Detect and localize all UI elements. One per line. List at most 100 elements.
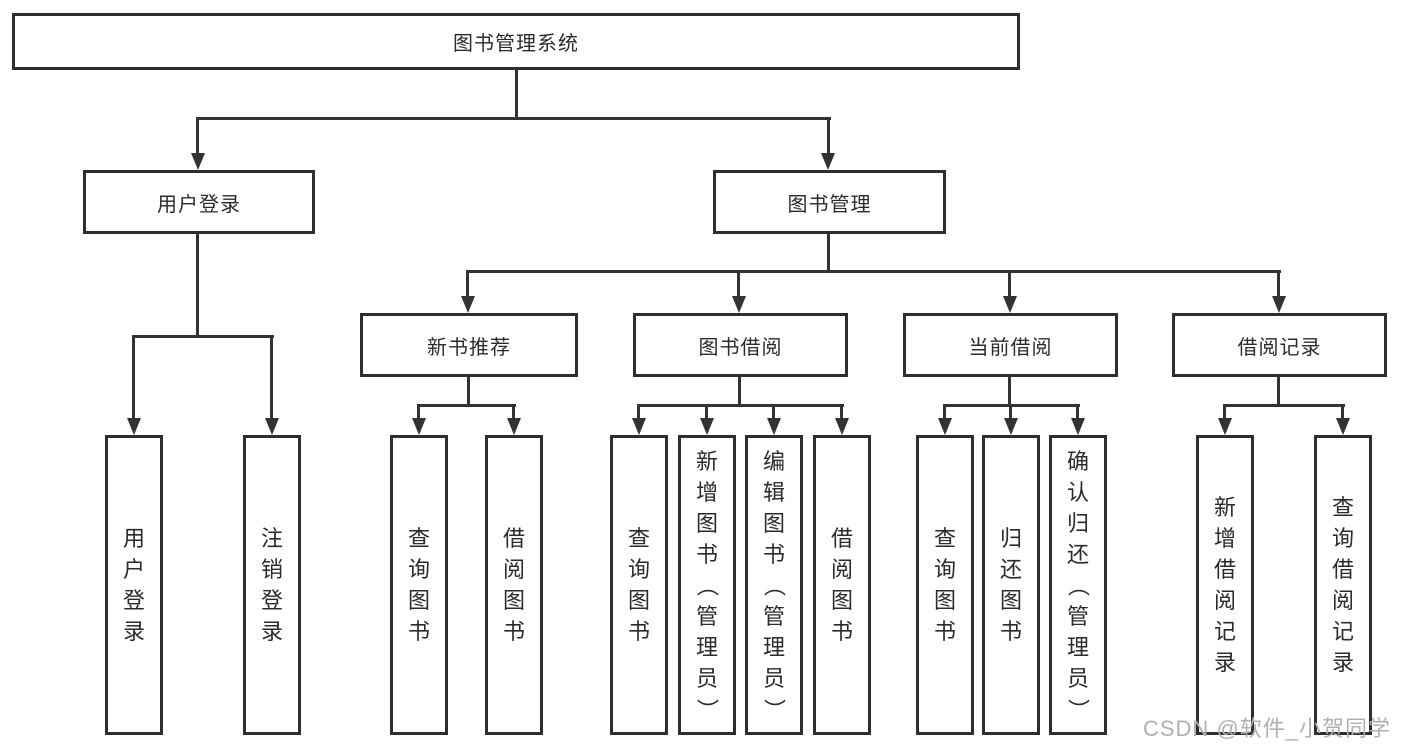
vertical-char: 查 bbox=[627, 526, 650, 551]
vertical-char: 询 bbox=[933, 557, 956, 582]
connector-line bbox=[1008, 375, 1011, 405]
connector-line bbox=[1076, 406, 1079, 420]
arrowhead-down-icon bbox=[265, 418, 279, 435]
connector-line bbox=[1341, 406, 1344, 420]
leaf-query-book-1: 查询图书 bbox=[390, 435, 448, 735]
arrowhead-down-icon bbox=[507, 418, 521, 435]
vertical-char: 查 bbox=[933, 526, 956, 551]
node-borrow-records: 借阅记录 bbox=[1172, 313, 1387, 377]
vertical-char: 录 bbox=[122, 619, 145, 644]
vertical-char: 增 bbox=[1213, 526, 1236, 551]
arrowhead-down-icon bbox=[821, 153, 835, 170]
leaf-borrow-book-1: 借阅图书 bbox=[485, 435, 543, 735]
vertical-char: 管 bbox=[1066, 603, 1089, 629]
vertical-char: 图 bbox=[762, 510, 785, 536]
vertical-char: 查 bbox=[407, 526, 430, 551]
connector-line bbox=[1223, 406, 1226, 420]
connector-line bbox=[467, 375, 470, 405]
leaf-add-book-admin: 新增图书（管理员） bbox=[678, 435, 736, 735]
vertical-char: 员 bbox=[1066, 665, 1089, 691]
connector-line bbox=[417, 406, 420, 420]
leaf-query-book-1-label: 查询图书 bbox=[393, 438, 445, 732]
leaf-edit-book-admin: 编辑图书（管理员） bbox=[745, 435, 803, 735]
leaf-query-book-2: 查询图书 bbox=[610, 435, 668, 735]
leaf-query-book-3: 查询图书 bbox=[916, 435, 974, 735]
node-current-borrow: 当前借阅 bbox=[903, 313, 1118, 377]
node-root-label: 图书管理系统 bbox=[453, 33, 579, 55]
vertical-char: 理 bbox=[695, 634, 718, 660]
connector-line bbox=[132, 337, 135, 420]
connector-line bbox=[943, 406, 946, 420]
leaf-user-login-label: 用户登录 bbox=[108, 438, 160, 732]
arrowhead-down-icon bbox=[1071, 418, 1085, 435]
connector-line bbox=[1008, 272, 1011, 298]
node-book-borrow: 图书借阅 bbox=[633, 313, 848, 377]
leaf-logout: 注销登录 bbox=[243, 435, 301, 735]
vertical-char: 记 bbox=[1213, 619, 1236, 644]
connector-line bbox=[1009, 406, 1012, 420]
arrowhead-down-icon bbox=[461, 296, 475, 313]
node-current-borrow-label: 当前借阅 bbox=[968, 336, 1053, 359]
node-user-login-label: 用户登录 bbox=[157, 193, 241, 216]
connector-line bbox=[840, 406, 843, 420]
vertical-char: 借 bbox=[1331, 557, 1354, 582]
leaf-query-book-2-label: 查询图书 bbox=[613, 438, 665, 732]
leaf-add-borrow-record: 新增借阅记录 bbox=[1196, 435, 1254, 735]
connector-line bbox=[466, 272, 469, 298]
vertical-char: （ bbox=[694, 573, 720, 597]
vertical-char: 查 bbox=[1331, 495, 1354, 520]
connector-line bbox=[417, 404, 516, 407]
vertical-char: ） bbox=[1065, 697, 1091, 721]
vertical-char: 理 bbox=[762, 634, 785, 660]
vertical-char: 管 bbox=[695, 603, 718, 629]
vertical-char: 确 bbox=[1066, 448, 1089, 474]
vertical-char: 新 bbox=[695, 448, 718, 474]
vertical-char: 注 bbox=[260, 526, 283, 551]
vertical-char: 书 bbox=[999, 619, 1022, 644]
connector-line bbox=[196, 119, 199, 155]
vertical-char: 户 bbox=[122, 557, 145, 582]
connector-line bbox=[738, 375, 741, 405]
arrowhead-down-icon bbox=[700, 418, 714, 435]
vertical-char: 理 bbox=[1066, 634, 1089, 660]
connector-line bbox=[132, 335, 274, 338]
vertical-char: 销 bbox=[260, 557, 283, 582]
arrowhead-down-icon bbox=[1003, 296, 1017, 313]
leaf-edit-book-admin-label: 编辑图书（管理员） bbox=[748, 438, 800, 732]
node-borrow-records-label: 借阅记录 bbox=[1237, 336, 1322, 359]
connector-line bbox=[196, 233, 199, 337]
connector-line bbox=[196, 117, 831, 120]
vertical-char: 图 bbox=[999, 588, 1022, 613]
vertical-char: 书 bbox=[407, 619, 430, 644]
connector-line bbox=[943, 404, 1080, 407]
vertical-char: 录 bbox=[1213, 650, 1236, 675]
vertical-char: 借 bbox=[1213, 557, 1236, 582]
vertical-char: 询 bbox=[407, 557, 430, 582]
connector-line bbox=[512, 406, 515, 420]
vertical-char: 书 bbox=[502, 619, 525, 644]
vertical-char: 借 bbox=[830, 526, 853, 551]
leaf-add-book-admin-label: 新增图书（管理员） bbox=[681, 438, 733, 732]
vertical-char: 归 bbox=[999, 526, 1022, 551]
vertical-char: 新 bbox=[1213, 495, 1236, 520]
leaf-return-book-label: 归还图书 bbox=[985, 438, 1037, 732]
connector-line bbox=[772, 406, 775, 420]
node-book-management-label: 图书管理 bbox=[787, 193, 872, 216]
node-book-management: 图书管理 bbox=[713, 170, 946, 234]
node-user-login: 用户登录 bbox=[83, 170, 315, 234]
vertical-char: 登 bbox=[260, 588, 283, 613]
vertical-char: 阅 bbox=[502, 557, 525, 582]
vertical-char: 还 bbox=[1066, 541, 1089, 567]
leaf-query-borrow-record: 查询借阅记录 bbox=[1314, 435, 1372, 735]
connector-line bbox=[827, 119, 830, 155]
vertical-char: 询 bbox=[627, 557, 650, 582]
vertical-char: 员 bbox=[762, 665, 785, 691]
vertical-char: 书 bbox=[830, 619, 853, 644]
leaf-query-book-3-label: 查询图书 bbox=[919, 438, 971, 732]
arrowhead-down-icon bbox=[1004, 418, 1018, 435]
arrowhead-down-icon bbox=[938, 418, 952, 435]
leaf-confirm-return-admin-label: 确认归还（管理员） bbox=[1052, 438, 1104, 732]
vertical-char: 认 bbox=[1066, 479, 1089, 505]
vertical-char: 书 bbox=[627, 619, 650, 644]
